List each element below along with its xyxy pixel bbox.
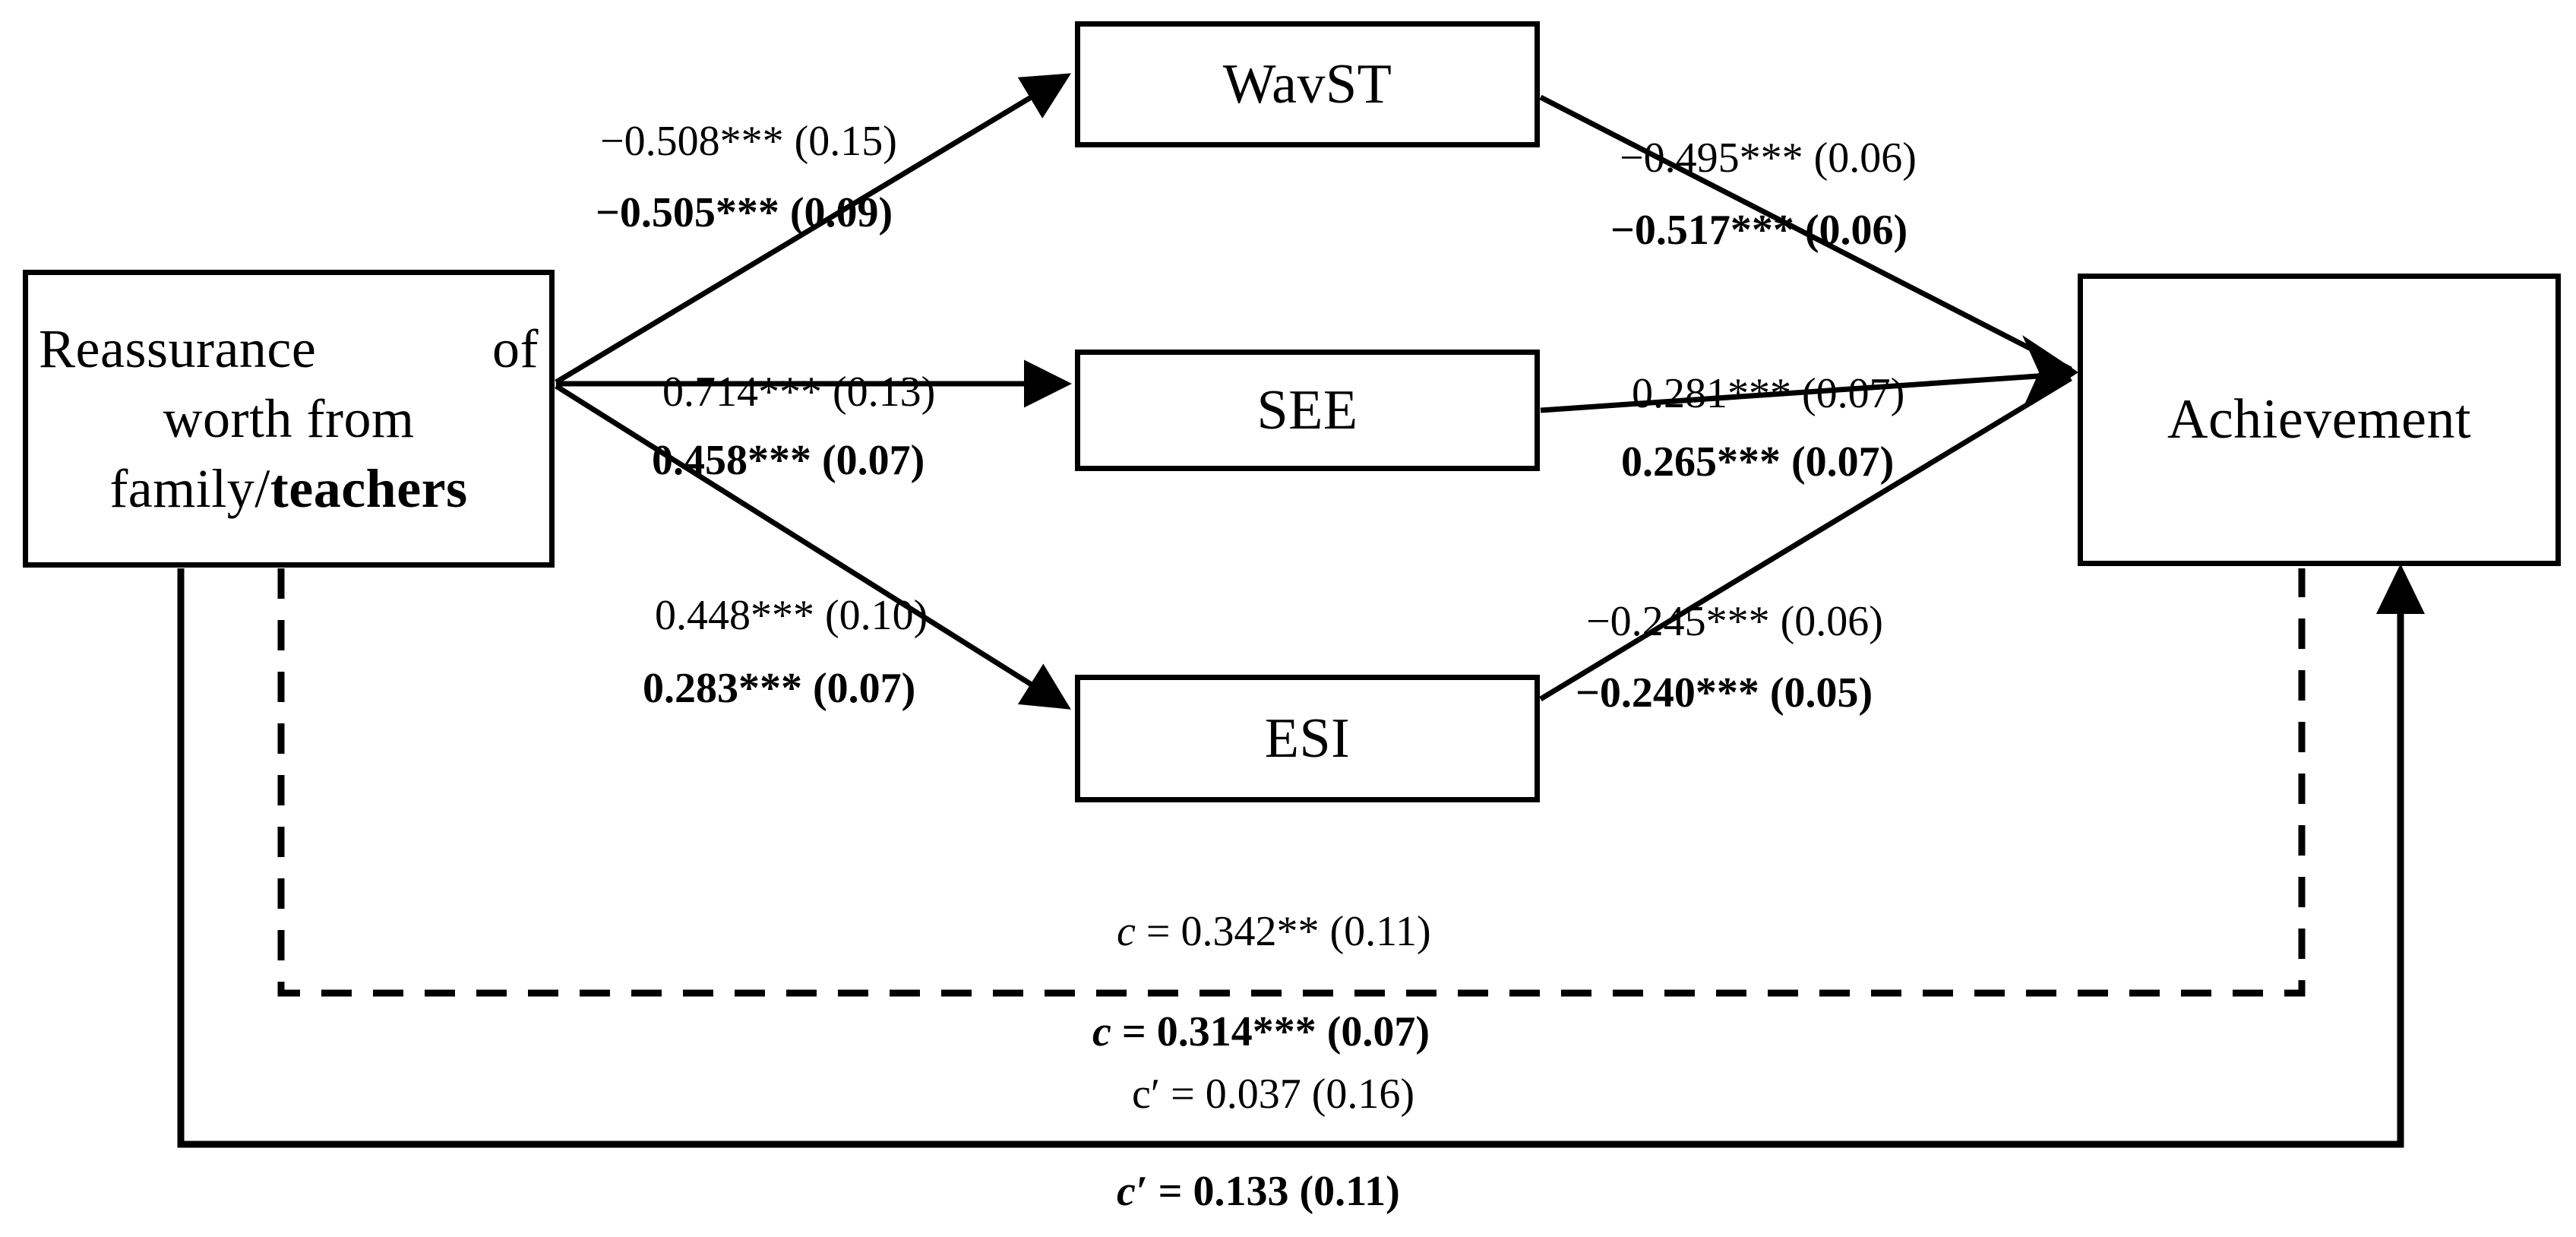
- label-direct-effect-c-prime-sample1: c′ = 0.037 (0.16): [1132, 1073, 1414, 1115]
- path-line-source-to-wavst: [555, 73, 1072, 385]
- label-direct-effect-c-prime-value1: = 0.037 (0.16): [1160, 1071, 1414, 1118]
- node-see[interactable]: SEE: [1075, 350, 1540, 471]
- label-wavst-to-achievement-sample2: −0.517*** (0.06): [1610, 207, 1908, 254]
- path-line-direct-effect-c-prime: [177, 568, 2404, 1148]
- node-wavst[interactable]: WavST: [1075, 21, 1540, 147]
- label-source-to-wavst-sample2: −0.505*** (0.09): [596, 189, 893, 236]
- node-wavst-label: WavST: [1222, 52, 1392, 115]
- label-total-effect-c-symbol2: c: [1092, 1008, 1111, 1055]
- node-esi-label: ESI: [1264, 707, 1351, 770]
- direct-effect-arrowhead-icon: [2376, 564, 2425, 614]
- node-reassurance-line-3-regular: family/: [109, 458, 270, 520]
- label-source-to-esi-sample1: 0.448*** (0.10): [655, 592, 928, 639]
- label-source-to-see-sample1: 0.714*** (0.13): [662, 369, 936, 416]
- label-source-to-esi-sample2: 0.283*** (0.07): [643, 665, 916, 712]
- label-direct-effect-c-prime-sample2: c′ = 0.133 (0.11): [1117, 1170, 1400, 1213]
- label-see-to-achievement-sample1: 0.281*** (0.07): [1632, 370, 1905, 417]
- node-achievement-label: Achievement: [2167, 388, 2471, 451]
- node-esi[interactable]: ESI: [1075, 675, 1540, 802]
- label-wavst-to-achievement-sample1: −0.495*** (0.06): [1620, 134, 1917, 182]
- label-total-effect-c-value2: = 0.314*** (0.07): [1111, 1008, 1430, 1055]
- label-source-to-wavst-sample1: −0.508*** (0.15): [600, 118, 897, 165]
- node-reassurance-line-2: worth from: [163, 388, 415, 449]
- path-line-source-to-esi: [555, 384, 1071, 710]
- label-total-effect-c-value1: = 0.342** (0.11): [1135, 908, 1431, 955]
- node-achievement[interactable]: Achievement: [2078, 274, 2561, 566]
- label-total-effect-c-sample1: c = 0.342** (0.11): [1117, 910, 1431, 953]
- label-see-to-achievement-sample2: 0.265*** (0.07): [1621, 438, 1895, 486]
- convergence-arrowhead-icon: [2022, 335, 2078, 410]
- node-see-label: SEE: [1256, 378, 1358, 441]
- node-reassurance-line-3: family/teachers: [39, 454, 539, 524]
- label-total-effect-c-symbol1: c: [1117, 908, 1136, 955]
- label-esi-to-achievement-sample1: −0.245*** (0.06): [1586, 598, 1883, 645]
- node-reassurance-line-3-bold: teachers: [270, 458, 468, 520]
- node-reassurance-line-1: Reassurance of: [39, 318, 539, 379]
- label-esi-to-achievement-sample2: −0.240*** (0.05): [1576, 669, 1873, 717]
- label-direct-effect-c-prime-value2: = 0.133 (0.11): [1147, 1168, 1400, 1215]
- node-reassurance-of-worth[interactable]: Reassurance of worth from family/teacher…: [23, 270, 555, 568]
- label-direct-effect-c-prime-symbol1: c′: [1132, 1071, 1161, 1118]
- node-reassurance-label: Reassurance of worth from family/teacher…: [28, 314, 549, 524]
- path-line-wavst-to-achievement: [1539, 94, 2072, 372]
- path-line-esi-to-achievement: [1539, 376, 2072, 701]
- label-total-effect-c-sample2: c = 0.314*** (0.07): [1092, 1011, 1430, 1053]
- path-line-see-to-achievement: [1540, 371, 2072, 413]
- label-source-to-see-sample2: 0.458*** (0.07): [652, 437, 925, 484]
- path-line-total-effect-c: [277, 568, 2306, 997]
- label-direct-effect-c-prime-symbol2: c′: [1117, 1168, 1148, 1215]
